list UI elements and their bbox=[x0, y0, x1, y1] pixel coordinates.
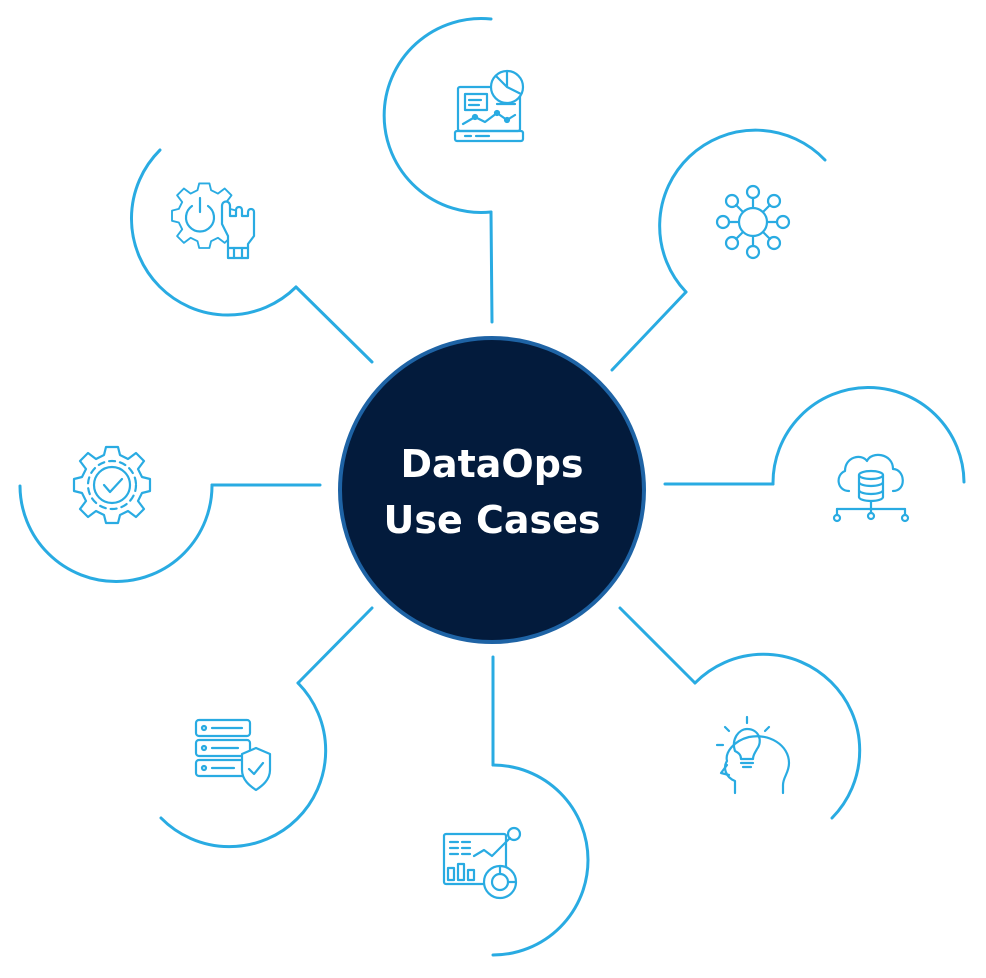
connector-top bbox=[489, 210, 494, 324]
connector-upper-left bbox=[294, 285, 374, 364]
connector-lower-right bbox=[618, 606, 697, 685]
arc-lower-right bbox=[693, 652, 862, 820]
connector-upper-right bbox=[610, 290, 688, 372]
central-hub: DataOps Use Cases bbox=[338, 336, 646, 644]
branch-top bbox=[382, 17, 494, 324]
arc-right bbox=[771, 386, 966, 486]
branch-right bbox=[663, 386, 966, 486]
cloud-database-icon bbox=[832, 453, 910, 523]
connector-lower-left bbox=[296, 606, 374, 685]
arc-top bbox=[382, 17, 493, 214]
idea-head-icon bbox=[715, 715, 791, 795]
automation-gear-hand-icon bbox=[171, 182, 256, 260]
arc-left bbox=[18, 483, 214, 583]
analytics-dashboard-icon bbox=[453, 69, 525, 143]
data-visualization-icon bbox=[442, 826, 522, 900]
branch-lower-right bbox=[618, 606, 862, 820]
branch-lower-left bbox=[159, 606, 374, 849]
quality-gear-check-icon bbox=[72, 445, 152, 525]
hub-title-line-1: DataOps bbox=[400, 442, 583, 486]
secure-server-icon bbox=[194, 718, 272, 792]
branch-left bbox=[18, 483, 322, 583]
hub-circle bbox=[338, 336, 646, 644]
arc-bottom bbox=[491, 763, 590, 957]
arc-upper-right bbox=[658, 128, 827, 294]
arc-upper-left bbox=[130, 148, 298, 317]
arc-lower-left bbox=[159, 681, 328, 849]
network-hub-icon bbox=[715, 184, 791, 260]
branch-bottom bbox=[491, 655, 590, 957]
branch-upper-right bbox=[610, 128, 827, 372]
hub-title-line-2: Use Cases bbox=[383, 498, 600, 542]
branch-upper-left bbox=[130, 148, 374, 364]
